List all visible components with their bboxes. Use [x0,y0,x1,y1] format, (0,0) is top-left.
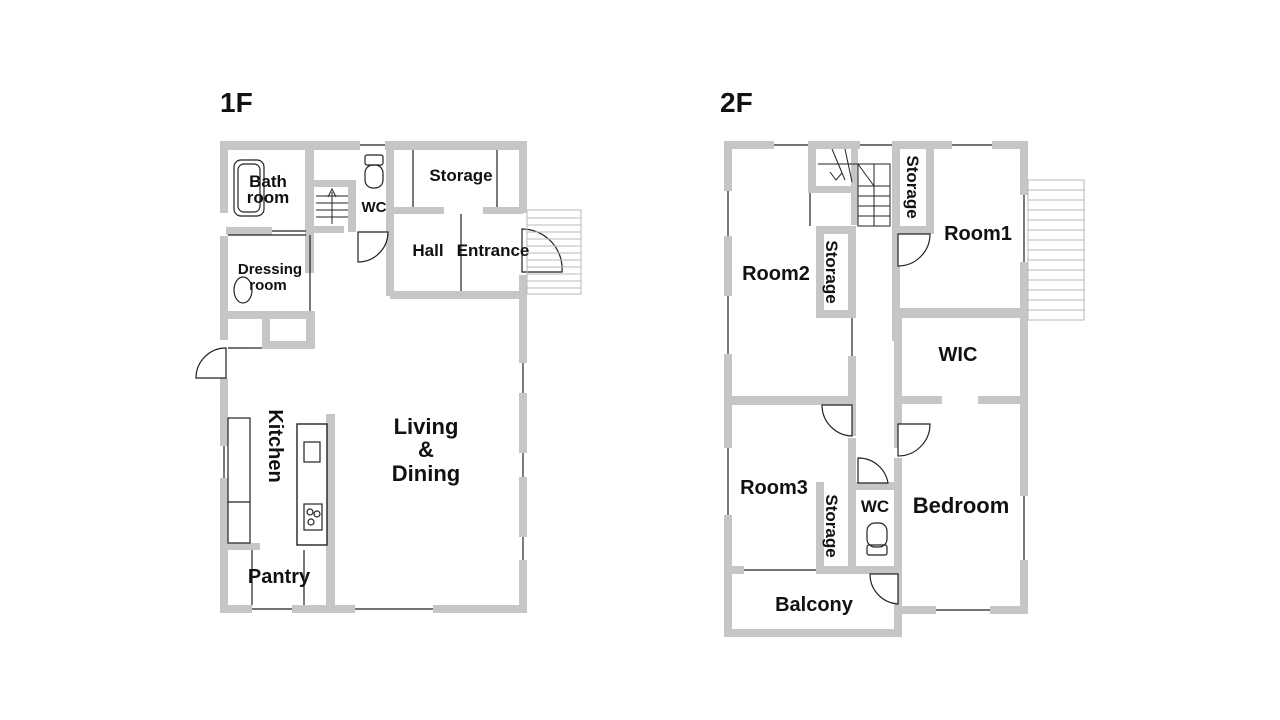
washbasin-icon [233,276,253,304]
door-wc-2f [857,457,889,484]
toilet-icon [364,154,384,189]
walls-2f [724,141,1028,637]
label-living-1: Living [394,414,459,439]
label-bath-1: Bath [249,172,287,191]
floor-title-1f: 1F [220,87,253,118]
walls-1f [220,141,527,613]
label-hall: Hall [412,241,443,260]
label-wc-2f: WC [861,497,889,516]
door-room3 [821,404,853,437]
door-room1 [897,233,931,267]
label-wic: WIC [939,344,978,366]
label-living-2: & [418,437,434,462]
floor-plan-2f: 2F [720,87,1085,637]
label-room3: Room3 [740,477,808,499]
door-balcony [869,573,899,605]
door-wc [357,231,389,263]
label-storage-top-2f: Storage [903,155,922,218]
label-room1: Room1 [944,223,1012,245]
label-storage-1f: Storage [429,166,492,185]
stairs-2f [818,148,891,227]
bathtub-icon [233,159,265,217]
kitchen-island [296,423,328,546]
floor-plan-1f: 1F [195,87,582,613]
sink-icon [303,441,321,463]
label-bath-2: room [247,188,290,207]
label-pantry: Pantry [248,566,311,588]
thin-lines-1f [223,144,524,610]
label-storage-room3: Storage [822,494,841,557]
stove-icon [303,503,323,531]
floor-title-2f: 2F [720,87,753,118]
label-storage-room2: Storage [822,240,841,303]
label-kitchen: Kitchen [264,409,286,482]
label-room2: Room2 [742,263,810,285]
toilet-icon [866,522,888,556]
label-dressing-2: room [249,277,287,294]
label-balcony: Balcony [775,594,854,616]
label-entrance: Entrance [457,241,530,260]
door-side [195,347,227,379]
label-living-3: Dining [392,461,460,486]
external-stairs-2f [1027,179,1085,321]
stairs-1f [316,187,348,224]
external-stairs-1f [526,209,582,295]
label-wc-1f: WC [362,199,387,216]
label-dressing-1: Dressing [238,261,302,278]
label-bedroom: Bedroom [913,493,1010,518]
thin-lines-2f [727,144,1025,611]
door-bedroom [897,423,931,457]
